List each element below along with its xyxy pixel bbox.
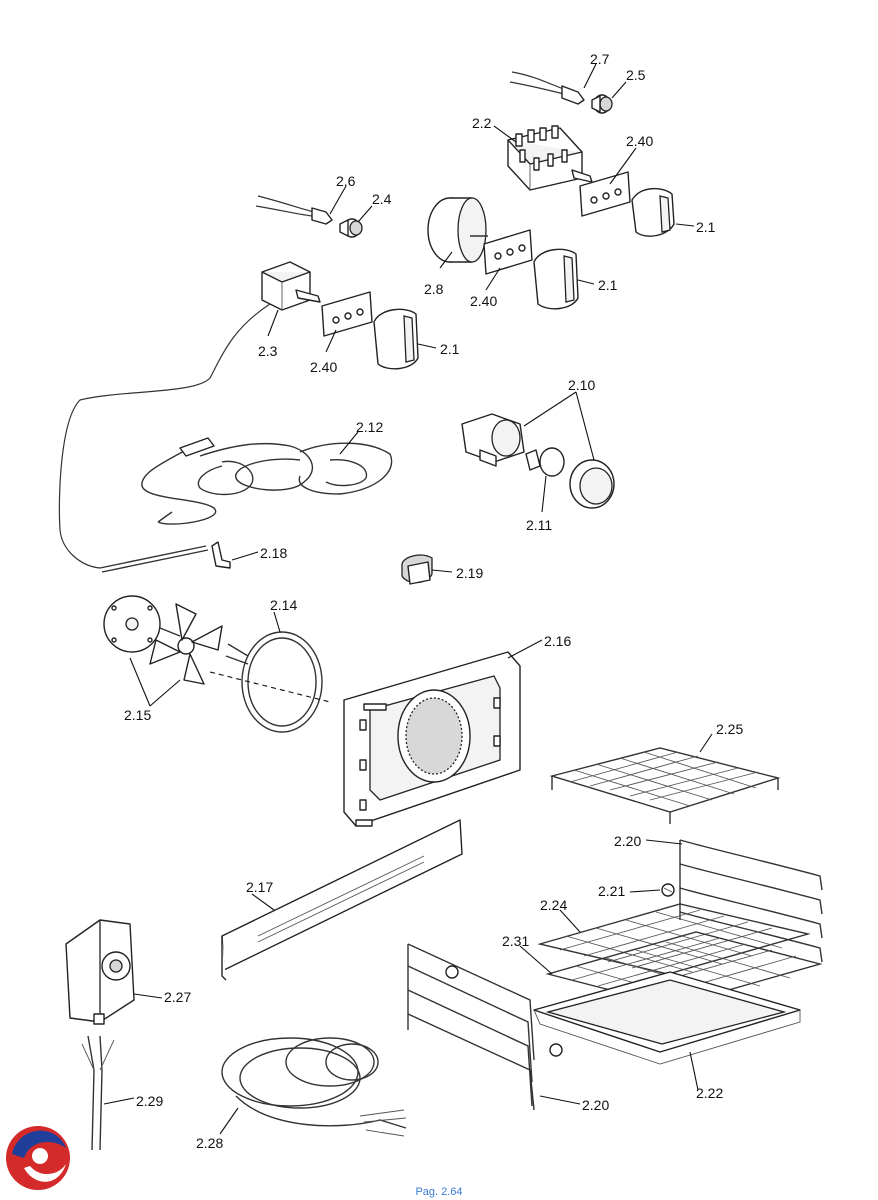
label-2-1-left: 2.1 <box>440 341 460 357</box>
mounting-plate-2-40-middle <box>483 229 533 275</box>
label-2-28: 2.28 <box>196 1135 223 1151</box>
rear-fan-cover-panel-2-16 <box>343 651 521 827</box>
clamp-2-19 <box>401 554 433 585</box>
label-2-20-bottom: 2.20 <box>582 1097 609 1113</box>
label-2-17: 2.17 <box>246 879 273 895</box>
power-cable-2-29 <box>81 1035 115 1151</box>
label-2-25: 2.25 <box>716 721 743 737</box>
thermostat-2-3 <box>58 261 321 569</box>
lamp-lens-2-4 <box>339 218 363 238</box>
oven-lamp-holder-2-10 <box>461 413 525 467</box>
wire-shelf-2-25 <box>549 747 781 824</box>
label-2-2: 2.2 <box>472 115 492 131</box>
mounting-plate-2-40-left <box>321 291 373 337</box>
oven-lamp-cover-2-10 <box>569 459 615 509</box>
indicator-lamp-2-6 <box>255 195 333 225</box>
part-labels: 2.7 2.5 2.2 2.40 2.1 2.6 2.4 2.8 2.40 2.… <box>124 51 743 1151</box>
label-2-21: 2.21 <box>598 883 625 899</box>
brand-logo <box>6 1126 70 1190</box>
label-2-27: 2.27 <box>164 989 191 1005</box>
lamp-lens-2-5 <box>591 94 613 114</box>
screw-2-21 <box>661 883 675 897</box>
selector-switch-2-2 <box>507 125 593 191</box>
control-knob-2-1-left <box>373 308 419 370</box>
label-2-6: 2.6 <box>336 173 356 189</box>
side-runner-2-20-left <box>407 943 563 1111</box>
label-2-40-middle: 2.40 <box>470 293 497 309</box>
label-2-7: 2.7 <box>590 51 610 67</box>
label-2-20-top: 2.20 <box>614 833 641 849</box>
label-2-22: 2.22 <box>696 1085 723 1101</box>
label-2-40-left: 2.40 <box>310 359 337 375</box>
indicator-lamp-2-7 <box>509 71 585 105</box>
wire-shelf-2-24 <box>537 903 811 975</box>
label-2-10: 2.10 <box>568 377 595 393</box>
grill-heating-element-2-12 <box>141 437 393 525</box>
label-2-31: 2.31 <box>502 933 529 949</box>
wiring-harness-2-28 <box>221 1037 407 1137</box>
label-2-19: 2.19 <box>456 565 483 581</box>
label-2-11: 2.11 <box>526 517 552 533</box>
label-2-40-right: 2.40 <box>626 133 653 149</box>
control-knob-2-1-middle <box>533 248 579 310</box>
side-rail-2-17 <box>221 819 463 981</box>
label-2-18: 2.18 <box>260 545 287 561</box>
label-2-15: 2.15 <box>124 707 151 723</box>
fan-motor-plate-2-15 <box>103 595 181 653</box>
label-2-1-right: 2.1 <box>696 219 716 235</box>
leader-lines <box>103 63 713 1135</box>
mounting-plate-2-40-right <box>579 171 631 217</box>
label-2-24: 2.24 <box>540 897 567 913</box>
circular-heating-element-2-14 <box>209 631 331 733</box>
baking-tray-2-22 <box>533 971 801 1065</box>
page-number: Pag. 2.64 <box>415 1186 463 1198</box>
label-2-12: 2.12 <box>356 419 383 435</box>
label-2-29: 2.29 <box>136 1093 163 1109</box>
label-2-16: 2.16 <box>544 633 571 649</box>
side-runner-2-20-right <box>679 839 823 963</box>
motor-2-27 <box>65 919 135 1025</box>
control-knob-2-1-right <box>631 187 675 237</box>
label-2-8: 2.8 <box>424 281 444 297</box>
label-2-5: 2.5 <box>626 67 646 83</box>
label-2-3: 2.3 <box>258 343 278 359</box>
oven-lamp-bulb-2-11 <box>525 447 565 477</box>
fan-blade-2-15 <box>149 603 223 685</box>
timer-disc-2-8 <box>427 197 488 263</box>
label-2-1-middle: 2.1 <box>598 277 618 293</box>
label-2-4: 2.4 <box>372 191 392 207</box>
clip-2-18 <box>211 541 231 569</box>
label-2-14: 2.14 <box>270 597 297 613</box>
probe-rod <box>99 545 209 573</box>
